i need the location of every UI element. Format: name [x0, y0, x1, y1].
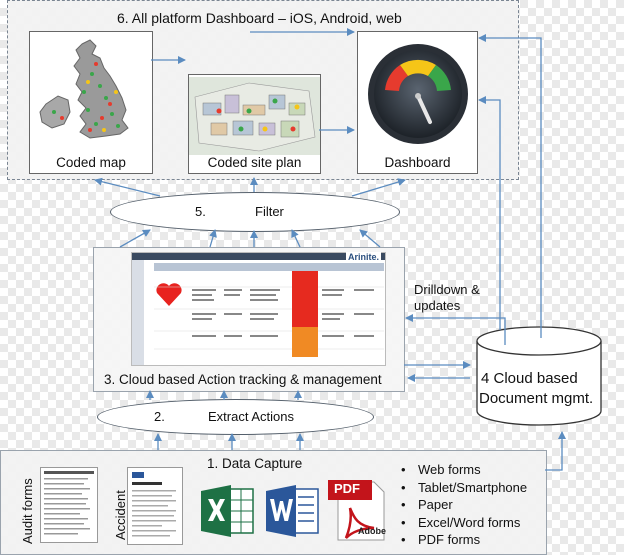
data-capture-title: 1. Data Capture — [207, 456, 303, 471]
capture-method-item: Tablet/Smartphone — [401, 479, 527, 497]
dashboard-card[interactable]: Dashboard — [357, 31, 478, 174]
audit-form-document-icon — [40, 467, 98, 543]
capture-methods-list: Web forms Tablet/Smartphone Paper Excel/… — [401, 461, 527, 549]
uk-map-icon — [39, 39, 129, 139]
drilldown-line2: updates — [414, 298, 461, 313]
word-icon — [266, 485, 319, 537]
site-plan-icon — [189, 77, 320, 155]
audit-forms-label: Audit forms — [20, 478, 35, 544]
extract-label: Extract Actions — [208, 409, 294, 424]
capture-method-item: Excel/Word forms — [401, 514, 527, 532]
extract-number: 2. — [154, 409, 165, 424]
action-tracking-title: 3. Cloud based Action tracking & managem… — [104, 372, 382, 387]
action-tracking-screenshot[interactable]: Arinite. — [131, 252, 386, 366]
capture-method-item: Web forms — [401, 461, 527, 479]
excel-icon — [201, 485, 254, 537]
screenshot-sidebar — [132, 260, 144, 365]
filter-label: Filter — [255, 204, 284, 219]
arinite-brand: Arinite. — [345, 252, 381, 262]
pdf-icon: PDF Adobe — [328, 478, 390, 542]
coded-site-plan-card[interactable]: Coded site plan — [188, 74, 321, 174]
screenshot-toolbar — [132, 253, 385, 260]
capture-method-item: Paper — [401, 496, 527, 514]
capture-method-item: PDF forms — [401, 531, 527, 549]
heart-icon — [156, 283, 182, 306]
accident-label: Accident — [113, 490, 128, 540]
pdf-text: PDF — [334, 481, 360, 496]
drilldown-line1: Drilldown & — [414, 282, 480, 297]
filter-number: 5. — [195, 204, 206, 219]
extract-actions-ellipse[interactable]: 2. Extract Actions — [97, 399, 374, 435]
filter-ellipse[interactable]: 5. Filter — [110, 192, 400, 232]
coded-map-label: Coded map — [56, 155, 126, 170]
adobe-text: Adobe — [358, 526, 386, 536]
coded-site-plan-label: Coded site plan — [207, 155, 302, 170]
table-grid — [154, 263, 384, 357]
dashboard-panel-title: 6. All platform Dashboard – iOS, Android… — [117, 10, 402, 26]
dashboard-label: Dashboard — [384, 155, 451, 170]
coded-map-card[interactable]: Coded map — [29, 31, 153, 174]
accident-report-document-icon — [127, 467, 183, 545]
gauge-icon — [368, 44, 468, 144]
cloud-doc-line1: 4 Cloud based — [481, 370, 578, 387]
cloud-doc-line2: Document mgmt. — [479, 390, 594, 407]
